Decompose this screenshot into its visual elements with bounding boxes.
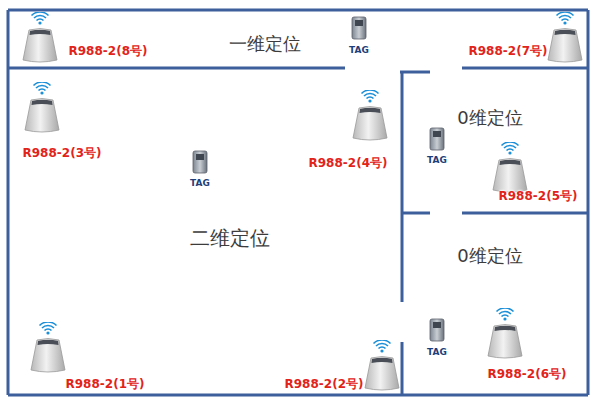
anchor-device: R988-2(4号): [309, 155, 388, 172]
anchor-device: R988-2(3号): [23, 145, 102, 162]
anchor-device: R988-2(2号): [285, 376, 364, 393]
device-label: R988-2(4号): [309, 155, 388, 172]
room-label: 一维定位: [229, 32, 301, 56]
device-label: R988-2(2号): [285, 376, 364, 393]
anchor-devices: [23, 12, 582, 390]
device-label: R988-2(5号): [499, 188, 578, 205]
anchor-device: R988-2(7号): [469, 43, 548, 60]
walls: [8, 10, 588, 395]
device-label: R988-2(3号): [23, 145, 102, 162]
room-label: 二维定位: [190, 225, 270, 252]
room-label: 0维定位: [457, 244, 522, 268]
tag-label: TAG: [427, 347, 447, 357]
anchor-device: R988-2(1号): [66, 376, 145, 393]
room-label: 0维定位: [457, 106, 522, 130]
tag-label: TAG: [427, 155, 447, 165]
tag-icons: [193, 17, 444, 341]
tag-label: TAG: [349, 45, 369, 55]
device-label: R988-2(1号): [66, 376, 145, 393]
device-label: R988-2(8号): [69, 43, 148, 60]
device-label: R988-2(6号): [488, 366, 567, 383]
tag-label: TAG: [190, 178, 210, 188]
device-label: R988-2(7号): [469, 43, 548, 60]
anchor-device: R988-2(6号): [488, 366, 567, 383]
anchor-device: R988-2(8号): [69, 43, 148, 60]
anchor-device: R988-2(5号): [499, 188, 578, 205]
